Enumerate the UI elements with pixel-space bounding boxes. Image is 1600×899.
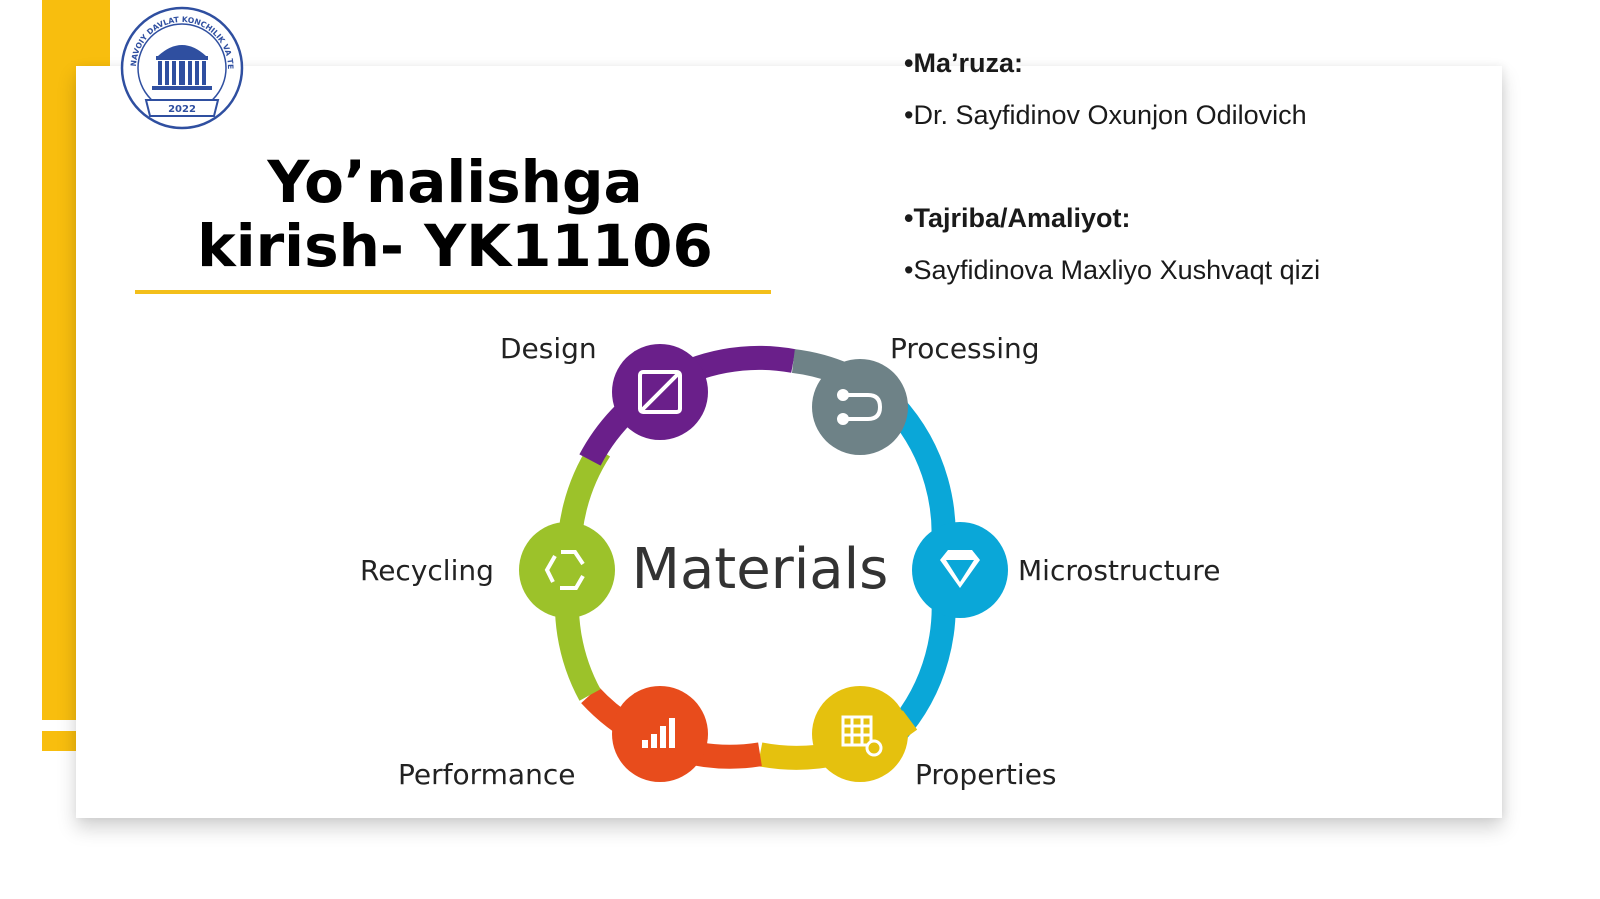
slide-card xyxy=(76,66,1502,818)
stage-design xyxy=(612,344,708,440)
lecture-label: •Ma’ruza: xyxy=(904,48,1023,78)
title-line-2: kirish- YK11106 xyxy=(197,212,713,280)
university-logo: NAVOIY DAVLAT KONCHILIK VA TEXNOLOGIYALA… xyxy=(118,4,244,130)
page-title: Yo’nalishga kirish- YK11106 xyxy=(140,150,770,278)
stage-properties xyxy=(812,686,908,782)
lecturer-name: •Dr. Sayfidinov Oxunjon Odilovich xyxy=(904,100,1307,130)
stage-processing xyxy=(812,359,908,455)
title-underline xyxy=(135,290,771,294)
label-properties: Properties xyxy=(915,758,1057,791)
accent-strip xyxy=(42,731,76,751)
label-microstructure: Microstructure xyxy=(1018,554,1220,587)
title-line-1: Yo’nalishga xyxy=(267,148,643,216)
table-gear-icon xyxy=(841,715,883,757)
stage-microstructure xyxy=(912,522,1008,618)
practice-label: •Tajriba/Amaliyot: xyxy=(904,203,1131,233)
label-recycling: Recycling xyxy=(360,554,494,587)
cycle-center-label: Materials xyxy=(632,537,889,602)
recycle-icon xyxy=(544,550,585,590)
bar-chart-icon xyxy=(642,718,675,748)
stage-recycling xyxy=(519,522,615,618)
label-processing: Processing xyxy=(890,332,1040,365)
pipeline-icon xyxy=(837,389,883,425)
label-design: Design xyxy=(500,332,597,365)
practice-teacher-name: •Sayfidinova Maxliyo Xushvaqt qizi xyxy=(904,255,1321,285)
ruler-pencil-icon xyxy=(638,370,682,414)
stage-performance xyxy=(612,686,708,782)
label-performance: Performance xyxy=(398,758,575,791)
logo-year: 2022 xyxy=(168,104,196,115)
diamond-icon xyxy=(940,550,980,588)
materials-cycle-diagram: Materials Design Processing Microstructu… xyxy=(360,332,1220,791)
